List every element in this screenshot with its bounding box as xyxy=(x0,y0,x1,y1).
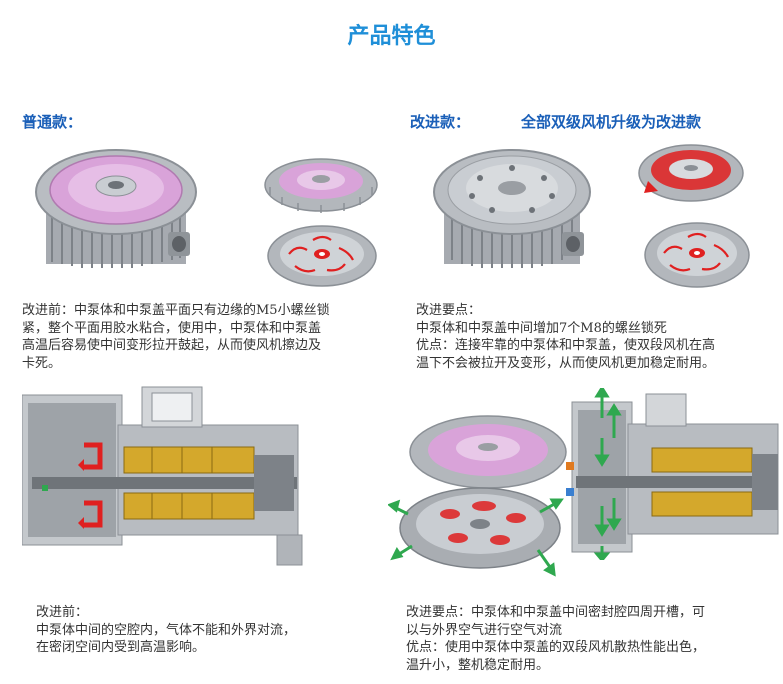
standard-pump-cover-image xyxy=(262,151,380,215)
standard-pump-body-image xyxy=(265,220,380,290)
text-line: 在密闭空间内受到高温影响。 xyxy=(36,640,206,655)
text-line: 高温后容易使中间变形拉开鼓起，从而使风机擦边及 xyxy=(22,338,322,353)
right-heading: 改进款： xyxy=(410,113,471,131)
text-line: 改进前： xyxy=(36,605,89,620)
page-title: 产品特色 xyxy=(347,24,436,49)
text-line: 紧，整个平面用胶水粘合，使用中，中泵体和中泵盖 xyxy=(22,320,322,336)
text-line: 改进要点：中泵体和中泵盖中间密封腔四周开槽，可 xyxy=(406,605,706,620)
text-line: 卡死。 xyxy=(22,355,62,371)
text-line: 温下不会被拉开及变形，从而使风机更加稳定耐用。 xyxy=(416,355,716,371)
standard-motor-cross-section-image xyxy=(22,385,307,575)
text-line: 温升小，整机稳定耐用。 xyxy=(406,657,550,673)
left-description-bottom: 改进前： 中泵体中间的空腔内，气体不能和外界对流， 在密闭空间内受到高温影响。 xyxy=(36,604,396,657)
right-heading-note: 全部双级风机升级为改进款 xyxy=(521,113,702,131)
improved-grooved-pump-image xyxy=(388,410,570,582)
text-line: 中泵体和中泵盖中间增加7个M8的螺丝锁死 xyxy=(416,320,667,336)
text-line: 优点：使用中泵体中泵盖的双段风机散热性能出色， xyxy=(406,640,706,655)
improved-pump-body-image xyxy=(642,217,752,292)
text-line: 优点：连接牢靠的中泵体和中泵盖，使双段风机在高 xyxy=(416,338,716,353)
left-description-top: 改进前：中泵体和中泵盖平面只有边缘的M5小螺丝锁 紧，整个平面用胶水粘合，使用中… xyxy=(22,302,397,372)
improved-pump-cover-image xyxy=(636,137,746,207)
text-line: 以与外界空气进行空气对流 xyxy=(406,622,563,638)
text-line: 改进要点： xyxy=(416,303,482,318)
right-description-top: 改进要点： 中泵体和中泵盖中间增加7个M8的螺丝锁死 优点：连接牢靠的中泵体和中… xyxy=(416,302,781,372)
right-description-bottom: 改进要点：中泵体和中泵盖中间密封腔四周开槽，可 以与外界空气进行空气对流 优点：… xyxy=(406,604,781,674)
text-line: 改进前：中泵体和中泵盖平面只有边缘的M5小螺丝锁 xyxy=(22,303,330,318)
improved-pump-housing-image xyxy=(430,134,595,276)
improved-motor-cross-section-image xyxy=(566,388,783,560)
standard-pump-housing-image xyxy=(28,134,204,276)
text-line: 中泵体中间的空腔内，气体不能和外界对流， xyxy=(36,622,297,638)
left-heading: 普通款： xyxy=(22,113,83,131)
